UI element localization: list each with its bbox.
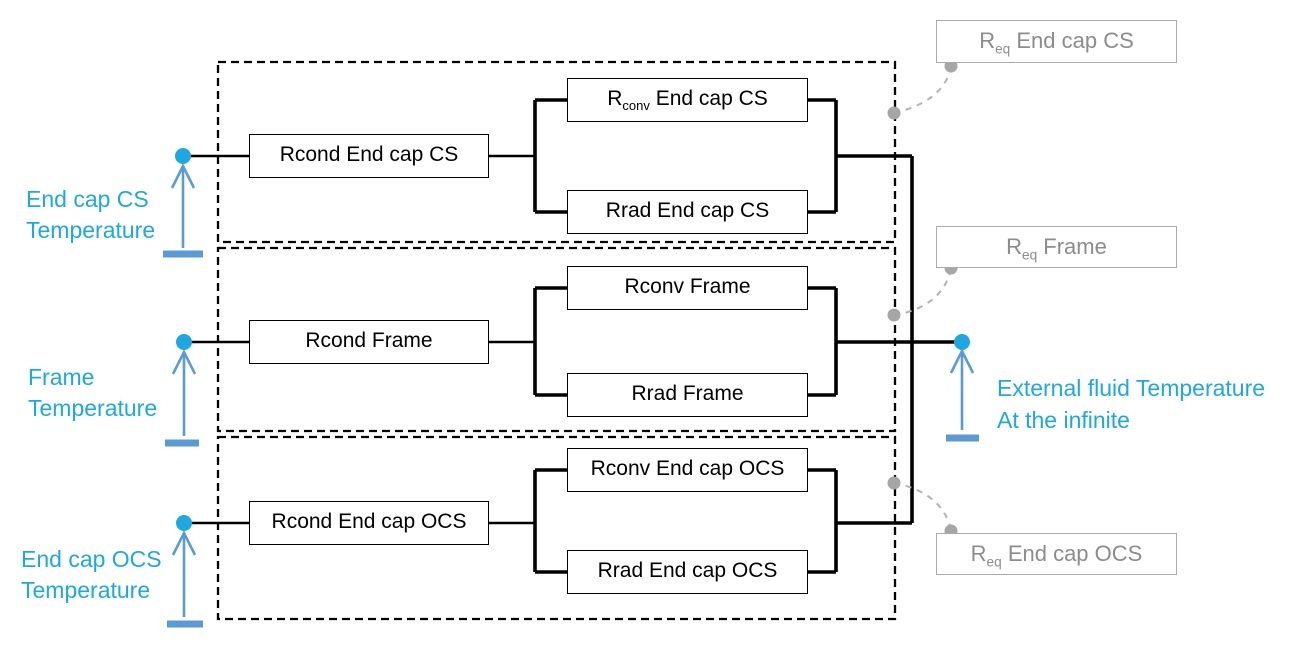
box-label: Rrad End cap OCS	[597, 559, 778, 582]
frame-group-outline	[216, 246, 897, 433]
box-label-subscript: conv	[622, 98, 650, 114]
callout-label-rest: End cap CS	[1010, 28, 1134, 53]
rrad-frame-box: Rrad Frame	[567, 373, 808, 417]
box-label: R	[607, 87, 623, 110]
callout-label-subscript: eq	[986, 554, 1002, 570]
external-fluid-temperature-label: External fluid Temperature At the infini…	[997, 372, 1265, 436]
rconv-endcap-ocs-box: Rconv End cap OCS	[567, 448, 808, 492]
endcap-ocs-temperature-label: End cap OCS Temperature	[21, 544, 162, 606]
rrad-endcap-ocs-box: Rrad End cap OCS	[567, 550, 808, 594]
label-line: Temperature	[28, 395, 158, 421]
req-frame-callout: Req Frame	[936, 226, 1177, 268]
box-label: Rconv End cap OCS	[590, 457, 785, 480]
label-line: End cap OCS	[21, 546, 162, 572]
box-label: Rrad End cap CS	[605, 199, 770, 222]
arrow-head	[170, 163, 196, 189]
callout-anchor-dot	[887, 476, 901, 490]
rcond-frame-box: Rcond Frame	[249, 320, 489, 364]
arrow-head	[171, 349, 197, 375]
rconv-endcap-cs-box: Rconv End cap CS	[567, 78, 808, 122]
label-line: External fluid Temperature	[997, 375, 1266, 401]
endcap-cs-temperature-arrow	[163, 163, 203, 258]
box-label: Rrad Frame	[631, 382, 744, 405]
callout-label: R	[970, 541, 987, 566]
callout-anchor-dot	[887, 106, 901, 120]
endcap-ocs-wiring	[184, 468, 912, 574]
req-endcap-ocs-callout: Req End cap OCS	[936, 533, 1177, 575]
frame-wiring	[184, 286, 962, 397]
endcap-cs-group-outline	[216, 60, 897, 244]
label-line: End cap CS	[26, 186, 149, 212]
req-endcap-ocs-connector	[887, 476, 958, 538]
endcap-ocs-temperature-arrow	[167, 530, 203, 628]
box-label: Rconv Frame	[624, 275, 751, 298]
label-line: Temperature	[26, 217, 156, 243]
box-label: Rcond Frame	[305, 329, 433, 352]
callout-label-subscript: eq	[1022, 247, 1038, 263]
callout-label-rest: Frame	[1037, 234, 1107, 259]
callout-curve	[893, 65, 952, 114]
label-line: Frame	[28, 364, 95, 390]
rconv-frame-box: Rconv Frame	[567, 266, 808, 310]
box-label: Rcond End cap OCS	[271, 510, 467, 533]
frame-temperature-label: Frame Temperature	[28, 362, 157, 424]
rrad-endcap-cs-box: Rrad End cap CS	[567, 190, 808, 234]
callout-anchor-dot	[887, 308, 901, 322]
node-endcap-ocs	[176, 515, 192, 531]
arrow-head	[949, 348, 975, 374]
endcap-cs-wiring	[183, 98, 912, 214]
rcond-endcap-ocs-box: Rcond End cap OCS	[249, 501, 489, 545]
node-external-fluid	[954, 334, 970, 350]
frame-temperature-arrow	[165, 349, 199, 447]
label-line: Temperature	[21, 577, 151, 603]
endcap-cs-temperature-label: End cap CS Temperature	[26, 184, 155, 246]
node-endcap-cs	[175, 148, 191, 164]
callout-label-subscript: eq	[995, 41, 1011, 57]
req-endcap-cs-callout: Req End cap CS	[936, 20, 1177, 63]
callout-label-rest: End cap OCS	[1001, 541, 1143, 566]
node-frame	[176, 334, 192, 350]
external-fluid-temperature-arrow	[946, 348, 979, 442]
req-frame-connector	[887, 261, 958, 322]
rcond-endcap-cs-box: Rcond End cap CS	[249, 134, 489, 178]
callout-label: R	[1006, 234, 1023, 259]
callout-label: R	[979, 28, 996, 53]
box-label-rest: End cap CS	[649, 87, 768, 110]
box-label: Rcond End cap CS	[279, 143, 459, 166]
req-endcap-cs-connector	[887, 59, 958, 120]
callout-curve	[893, 482, 952, 532]
endcap-ocs-group-outline	[216, 435, 897, 621]
callout-curve	[893, 267, 952, 316]
arrow-head	[171, 530, 197, 556]
label-line: At the infinite	[997, 407, 1130, 433]
